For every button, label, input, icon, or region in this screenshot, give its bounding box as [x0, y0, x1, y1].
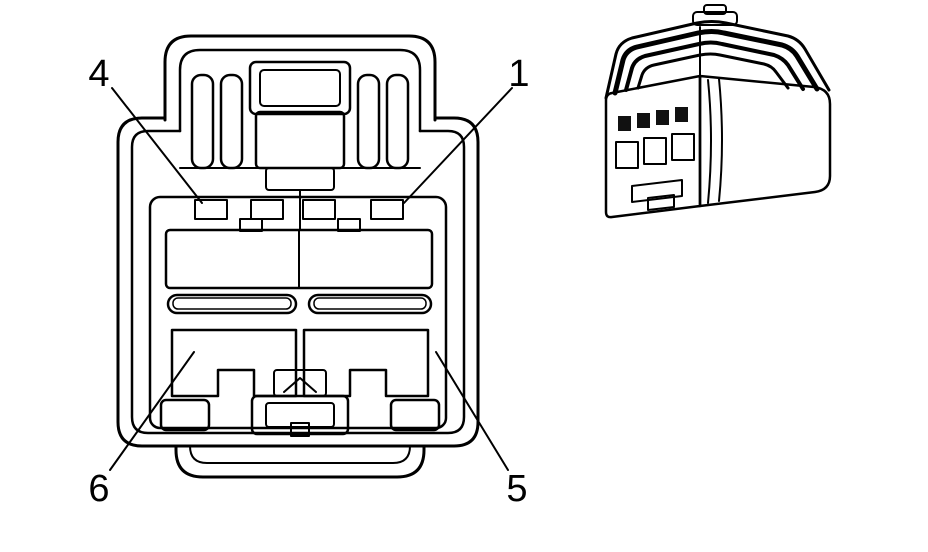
center-key-chevron [283, 377, 317, 393]
hood-slot [190, 73, 215, 170]
seal-slot-right-inner [313, 297, 427, 310]
3d-terminal-hole [618, 116, 631, 131]
bottom-skirt-inner [189, 445, 411, 464]
connector-3d-view-drawing [604, 4, 832, 219]
hood-slot [385, 73, 410, 170]
3d-right-face [698, 74, 832, 208]
3d-contour-line [718, 78, 723, 202]
leader-line-5 [435, 351, 509, 471]
hood-slot [356, 73, 381, 170]
bottom-center-inner [265, 402, 335, 428]
3d-contour-line [707, 79, 712, 204]
3d-terminal-holes [618, 107, 688, 131]
connector-hood-inner [178, 48, 422, 133]
callout-label-5: 5 [506, 468, 528, 510]
3d-cap-stripe [612, 29, 820, 96]
3d-front-face [604, 74, 702, 219]
hood-slot [219, 73, 244, 170]
seal-slot-left-inner [172, 297, 292, 310]
3d-cap-stripe [636, 52, 790, 90]
leader-line-4 [111, 87, 203, 204]
connector-outer-shell [116, 116, 480, 448]
center-latch-inner [259, 69, 341, 107]
bottom-skirt-outer [174, 444, 426, 479]
terminal-cavity [302, 199, 336, 220]
bottom-left-block [159, 398, 211, 432]
center-key-block [273, 369, 327, 397]
3d-top-latch [692, 11, 738, 26]
connector-hood-outer [163, 34, 437, 122]
3d-cap-outline [604, 20, 831, 100]
3d-terminal-hole [637, 113, 650, 128]
connector-front-view-drawing [116, 34, 480, 479]
terminal-cavity-4 [194, 199, 228, 220]
leader-line-1 [403, 87, 513, 204]
center-latch-outer [248, 60, 352, 116]
bottom-right-block [389, 398, 441, 432]
3d-cavity [615, 141, 639, 169]
callout-label-1: 1 [508, 53, 530, 95]
3d-terminal-hole [675, 107, 688, 122]
terminal-cavity [250, 199, 284, 220]
3d-terminal-hole [656, 110, 669, 125]
lower-cavity-6 [170, 328, 298, 398]
callout-label-4: 4 [88, 53, 110, 95]
callout-leader-lines [109, 87, 513, 471]
center-latch-foot [265, 167, 335, 191]
3d-top-latch-tab [703, 4, 727, 15]
bottom-center-tab [290, 422, 310, 437]
seal-slot-right [307, 293, 433, 315]
3d-cavity [643, 137, 667, 165]
callout-label-6: 6 [88, 468, 110, 510]
lower-cavity-5 [302, 328, 430, 398]
3d-cavity [671, 133, 695, 161]
3d-cap-stripe [624, 40, 805, 92]
3d-bottom-tab-small [647, 194, 675, 211]
bottom-center-block [250, 394, 350, 436]
leader-line-6 [109, 351, 195, 471]
terminal-cavity-1 [370, 199, 404, 220]
center-latch-body [254, 110, 346, 170]
seal-slot-left [166, 293, 298, 315]
3d-bottom-tab [631, 179, 683, 203]
